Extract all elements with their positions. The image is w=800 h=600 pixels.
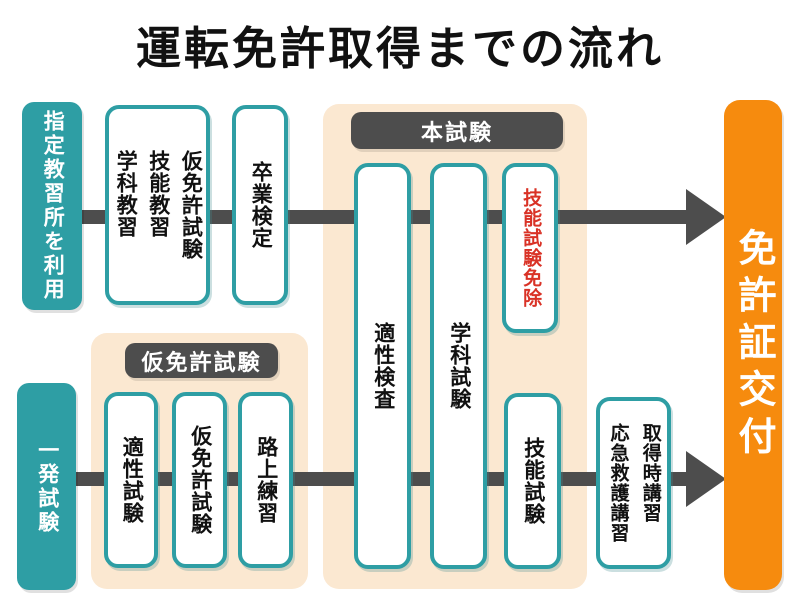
box-graduation-exam-label: 卒業検定 [249, 161, 273, 249]
box-road-practice: 路上練習 [238, 392, 293, 568]
box-skill-test-exemption: 技能試験免除 [502, 163, 558, 333]
box-school-training: 仮免許試験 技能教習 学科教習 [105, 105, 210, 305]
arrowhead-bottom-icon [686, 451, 726, 507]
header-provisional-exam-label: 仮免許試験 [141, 349, 262, 375]
box-provisional-license-test: 仮免許試験 [172, 392, 227, 568]
box-acquisition-course: 取得時講習 応急救護講習 [596, 397, 671, 569]
header-provisional-exam: 仮免許試験 [125, 343, 278, 378]
box-provisional-license-test-label: 仮免許試験 [188, 425, 212, 535]
box-aptitude-test-label: 適性試験 [120, 436, 144, 524]
box-graduation-exam: 卒業検定 [232, 105, 288, 305]
box-aptitude-check-label: 適性検査 [371, 322, 395, 410]
lane-direct-exam-label: 一発試験 [35, 438, 59, 535]
goal-license-issuance-label: 免許証交付 [732, 227, 774, 463]
lane-designated-school-label: 指定教習所を利用 [41, 110, 65, 302]
header-main-exam: 本試験 [351, 112, 563, 149]
box-aptitude-check: 適性検査 [354, 163, 411, 569]
box-written-test: 学科試験 [430, 163, 487, 569]
box-skill-test-exemption-label: 技能試験免除 [520, 188, 542, 308]
arrowhead-top-icon [686, 189, 726, 245]
box-school-training-label: 仮免許試験 技能教習 学科教習 [114, 150, 203, 260]
box-road-practice-label: 路上練習 [254, 436, 278, 524]
box-written-test-label: 学科試験 [447, 322, 471, 410]
header-main-exam-label: 本試験 [420, 119, 493, 145]
box-acquisition-course-label: 取得時講習 応急救護講習 [607, 423, 661, 543]
lane-designated-school: 指定教習所を利用 [22, 102, 82, 310]
box-aptitude-test: 適性試験 [104, 392, 158, 568]
box-skill-test-label: 技能試験 [521, 437, 545, 525]
page-title: 運転免許取得までの流れ [135, 23, 664, 74]
lane-direct-exam: 一発試験 [17, 383, 76, 590]
goal-license-issuance: 免許証交付 [724, 100, 782, 590]
box-skill-test: 技能試験 [504, 393, 561, 569]
